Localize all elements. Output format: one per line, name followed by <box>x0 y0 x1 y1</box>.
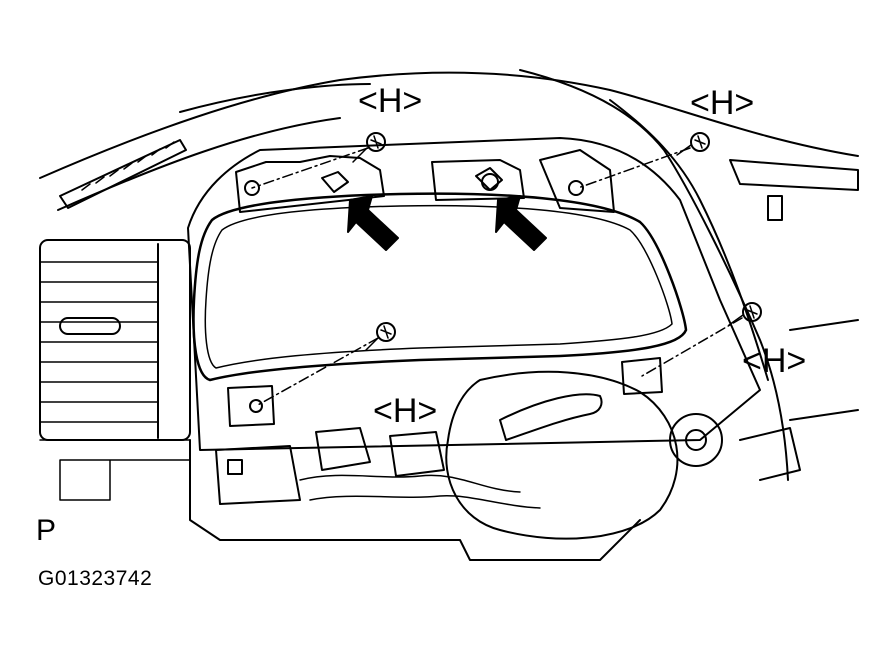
right-dash-sweep-inner <box>609 99 769 381</box>
view-letter: P <box>36 514 57 547</box>
upper-left-bracket-hole <box>244 180 260 196</box>
lower-right-base <box>739 427 801 481</box>
figure-id: G01323742 <box>38 567 153 590</box>
lower-left-bracket <box>227 385 275 427</box>
callout-h-top-right: <H> <box>690 84 755 122</box>
dash-upper-contour <box>39 71 859 179</box>
defroster-vent <box>59 139 187 209</box>
right-panel-upper <box>729 159 859 191</box>
top-connector-left <box>321 171 349 193</box>
upper-left-bracket <box>235 155 385 213</box>
leader-top-right <box>577 147 691 189</box>
dash-top-edge <box>179 83 371 113</box>
ignition-cylinder-inner <box>685 429 707 451</box>
cluster-opening-outline <box>187 137 761 451</box>
lower-dash-panel <box>189 439 641 561</box>
claw-arrow-right <box>495 195 547 251</box>
screw-right <box>728 302 762 326</box>
combination-meter-inner <box>204 204 673 369</box>
upper-center-bracket <box>431 159 525 201</box>
leader-right <box>641 317 743 377</box>
right-dash-sweep <box>519 69 789 481</box>
leader-center <box>255 337 379 407</box>
callout-h-center: <H> <box>373 392 438 430</box>
left-vent-knob <box>59 317 121 335</box>
upper-right-bracket <box>539 149 615 213</box>
combination-meter-outline <box>192 192 688 382</box>
defroster-slats <box>81 141 175 191</box>
lower-left-bracket-hole <box>249 399 263 413</box>
lower-panel-clip <box>227 459 243 475</box>
wiring-harness <box>299 474 521 493</box>
claw-arrow-left <box>347 195 399 251</box>
callout-h-top-left: <H> <box>358 82 423 120</box>
top-connector-right <box>475 167 503 191</box>
screw-center <box>365 322 396 351</box>
wiring-harness-2 <box>309 495 541 509</box>
leader-top-left <box>251 147 369 189</box>
upper-center-bracket-hole <box>481 173 499 191</box>
column-switch-lever <box>499 393 603 441</box>
lower-panel-box <box>215 445 301 505</box>
right-lower-panel <box>789 319 859 421</box>
lower-left-base <box>39 439 191 501</box>
wiring-connector-mid <box>389 431 445 477</box>
screw-top-left <box>352 132 386 163</box>
steering-column-cover <box>445 370 679 540</box>
ignition-cylinder <box>669 413 723 467</box>
left-air-vent-slats <box>39 261 159 423</box>
left-air-vent-frame <box>39 239 191 441</box>
wiring-connector-left <box>315 427 371 471</box>
dash-upper-contour-inner <box>57 117 341 211</box>
right-panel-clip <box>767 195 783 221</box>
upper-right-bracket-hole <box>568 180 584 196</box>
callout-h-right: <H> <box>742 342 807 380</box>
leader-lines <box>251 147 743 407</box>
